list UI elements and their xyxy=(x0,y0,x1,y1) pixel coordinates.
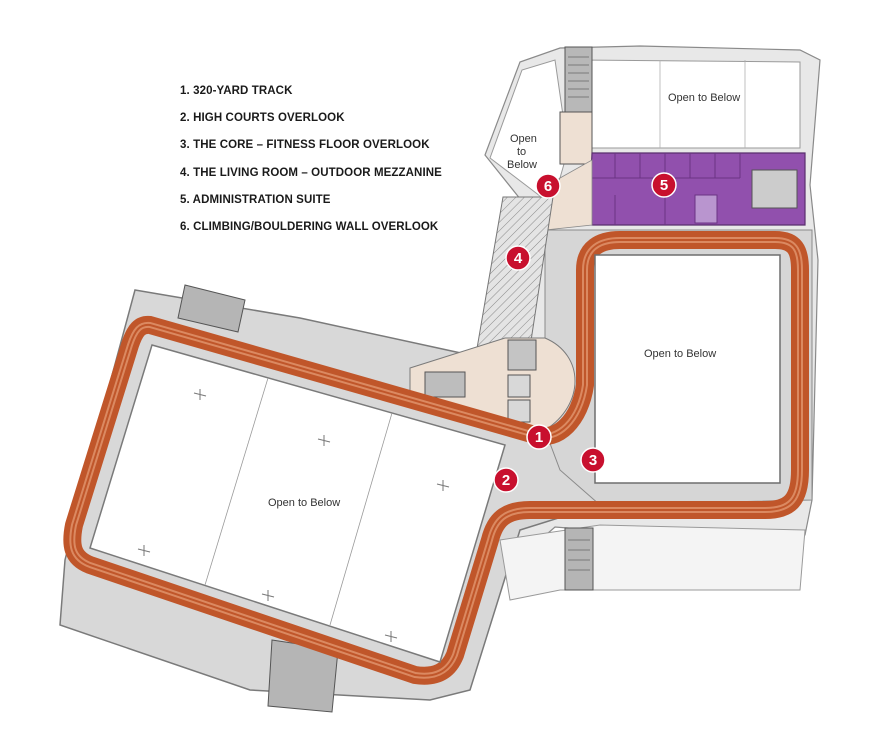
marker-3-label: 3 xyxy=(589,452,597,469)
legend-number: 4. xyxy=(180,166,190,179)
east-strip xyxy=(499,524,806,601)
stair-east xyxy=(564,527,594,591)
track-center-line xyxy=(71,239,801,677)
top-open-label: Open to Below xyxy=(668,92,740,104)
marker-5-label: 5 xyxy=(660,177,668,194)
legend-item-living-room: 4. THE LIVING ROOM – OUTDOOR MEZZANINE xyxy=(180,166,442,193)
core-open-label: Open to Below xyxy=(644,348,716,360)
legend-text: HIGH COURTS OVERLOOK xyxy=(193,112,345,125)
legend-item-high-courts: 2. HIGH COURTS OVERLOOK xyxy=(180,111,442,138)
legend-text: ADMINISTRATION SUITE xyxy=(192,193,331,206)
small-open-label-3: Below xyxy=(507,159,537,171)
stair-central xyxy=(424,371,466,398)
admin-stair xyxy=(751,169,798,209)
marker-5[interactable]: 5 xyxy=(651,172,677,198)
marker-3[interactable]: 3 xyxy=(580,447,606,473)
court-markers xyxy=(137,389,450,642)
legend-item-climbing: 6. CLIMBING/BOULDERING WALL OVERLOOK xyxy=(180,220,442,247)
restroom-core xyxy=(559,111,593,165)
elevator-shaft-b xyxy=(507,399,531,423)
core-open-area xyxy=(594,254,781,484)
marker-2-label: 2 xyxy=(502,472,510,489)
legend-item-admin: 5. ADMINISTRATION SUITE xyxy=(180,193,442,220)
map-legend: 1. 320-YARD TRACK 2. HIGH COURTS OVERLOO… xyxy=(180,84,442,247)
legend-item-core: 3. THE CORE – FITNESS FLOOR OVERLOOK xyxy=(180,138,442,165)
marker-1[interactable]: 1 xyxy=(526,424,552,450)
elevator-core xyxy=(507,339,537,371)
legend-number: 2. xyxy=(180,112,190,125)
marker-4[interactable]: 4 xyxy=(505,245,531,271)
marker-6[interactable]: 6 xyxy=(535,173,561,199)
legend-text: 320-YARD TRACK xyxy=(193,85,293,97)
stair-west xyxy=(177,284,246,333)
marker-1-label: 1 xyxy=(535,429,543,446)
top-open-area xyxy=(579,59,801,149)
marker-4-label: 4 xyxy=(514,250,523,267)
courts-open-area xyxy=(89,344,506,663)
legend-text: THE CORE – FITNESS FLOOR OVERLOOK xyxy=(193,139,430,152)
legend-number: 5. xyxy=(180,193,190,206)
courts-open-label: Open to Below xyxy=(268,497,340,509)
elevator-shaft-a xyxy=(507,374,531,398)
legend-number: 3. xyxy=(180,139,190,152)
legend-text: THE LIVING ROOM – OUTDOOR MEZZANINE xyxy=(193,166,442,179)
marker-2[interactable]: 2 xyxy=(493,467,519,493)
legend-text: CLIMBING/BOULDERING WALL OVERLOOK xyxy=(193,220,439,233)
admin-meeting-room xyxy=(694,194,718,224)
court-divider-2 xyxy=(329,412,393,626)
legend-item-track: 1. 320-YARD TRACK xyxy=(180,84,442,111)
marker-6-label: 6 xyxy=(544,178,552,195)
legend-number: 1. xyxy=(180,85,190,97)
legend-number: 6. xyxy=(180,220,190,233)
court-divider-1 xyxy=(204,377,269,586)
small-open-label-2: to xyxy=(517,146,526,158)
small-open-label-1: Open xyxy=(510,133,537,145)
